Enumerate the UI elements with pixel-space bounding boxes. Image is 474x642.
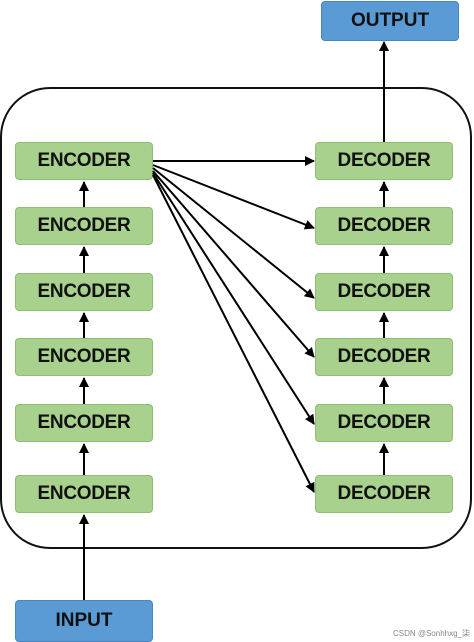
encoder-block-5: ENCODER xyxy=(15,207,153,245)
encoder-block-3: ENCODER xyxy=(15,338,153,376)
decoder-block-2: DECODER xyxy=(315,404,453,442)
input-block: INPUT xyxy=(15,600,153,642)
encoder-block-6: ENCODER xyxy=(15,142,153,180)
model-container xyxy=(0,87,472,549)
decoder-block-4: DECODER xyxy=(315,273,453,311)
encoder-block-4: ENCODER xyxy=(15,273,153,311)
decoder-block-1: DECODER xyxy=(315,475,453,513)
decoder-block-6: DECODER xyxy=(315,142,453,180)
encoder-block-1: ENCODER xyxy=(15,475,153,513)
output-block: OUTPUT xyxy=(321,1,459,41)
watermark: CSDN @Sonhhxg_柒 xyxy=(392,629,470,638)
decoder-block-3: DECODER xyxy=(315,338,453,376)
decoder-block-5: DECODER xyxy=(315,207,453,245)
encoder-block-2: ENCODER xyxy=(15,404,153,442)
